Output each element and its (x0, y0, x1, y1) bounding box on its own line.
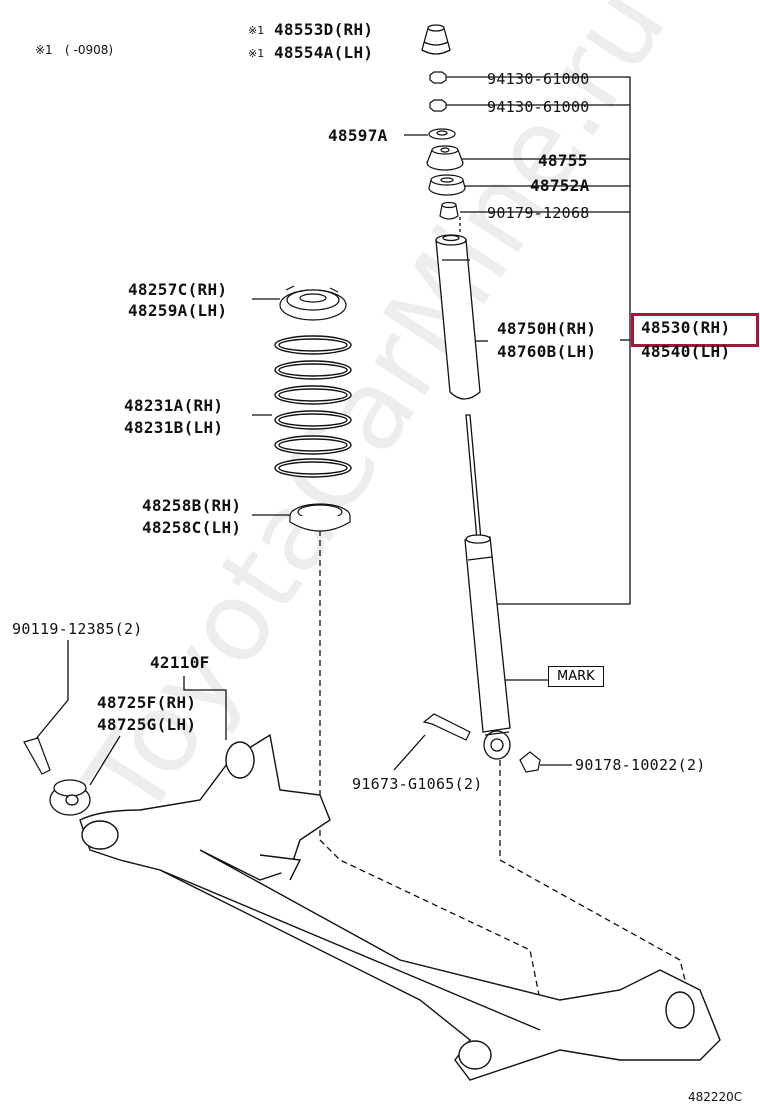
bolt-icon (23, 737, 51, 775)
bump-stopper-icon (421, 24, 451, 55)
label-48750H[interactable]: 48750H(RH) (497, 319, 597, 338)
label-90178[interactable]: 90178-10022(2) (575, 756, 706, 774)
label-42110F[interactable]: 42110F (150, 653, 210, 672)
lower-spring-insulator-icon (289, 503, 351, 532)
diagram-code: 482220C (688, 1090, 743, 1104)
label-48258B[interactable]: 48258B(RH) (142, 496, 242, 515)
bolt-icon (422, 713, 471, 741)
mark-1: ※1 (248, 47, 265, 60)
label-48540[interactable]: 48540(LH) (641, 342, 731, 361)
label-94130-a[interactable]: 94130-61000 (487, 70, 590, 88)
label-48752A[interactable]: 48752A (530, 176, 590, 195)
axle-beam-icon (79, 733, 721, 1081)
coil-spring-icon (274, 335, 352, 478)
highlight-box (631, 313, 759, 347)
label-90119[interactable]: 90119-12385(2) (12, 620, 143, 638)
label-48553D[interactable]: 48553D(RH) (274, 20, 374, 39)
label-48725G[interactable]: 48725G(LH) (97, 715, 197, 734)
bushing-icon (49, 779, 91, 816)
label-48231B[interactable]: 48231B(LH) (124, 418, 224, 437)
label-48530[interactable]: 48530(RH) (641, 318, 731, 337)
dust-boot-icon (435, 234, 481, 400)
upper-support-icon (426, 145, 464, 171)
nut-icon (519, 751, 541, 773)
label-48755[interactable]: 48755 (538, 151, 588, 170)
label-48554A[interactable]: 48554A(LH) (274, 43, 374, 62)
note-mark: ※1 (35, 43, 53, 57)
label-94130-b[interactable]: 94130-61000 (487, 98, 590, 116)
cushion-icon (439, 201, 459, 220)
label-48258C[interactable]: 48258C(LH) (142, 518, 242, 537)
upper-spring-insulator-icon (279, 285, 347, 321)
mount-insulator-icon (428, 174, 466, 196)
mark-label: MARK (548, 666, 604, 687)
label-91673[interactable]: 91673-G1065(2) (352, 775, 483, 793)
label-48725F[interactable]: 48725F(RH) (97, 693, 197, 712)
nut-icon (429, 99, 447, 112)
label-48760B[interactable]: 48760B(LH) (497, 342, 597, 361)
nut-icon (429, 71, 447, 84)
label-48231A[interactable]: 48231A(RH) (124, 396, 224, 415)
note-range: ( -0908) (65, 43, 114, 57)
label-48259A[interactable]: 48259A(LH) (128, 301, 228, 320)
shock-absorber-icon (464, 414, 511, 760)
mark-1: ※1 (248, 24, 265, 37)
label-48257C[interactable]: 48257C(RH) (128, 280, 228, 299)
label-48597A[interactable]: 48597A (328, 126, 388, 145)
label-90179[interactable]: 90179-12068 (487, 204, 590, 222)
